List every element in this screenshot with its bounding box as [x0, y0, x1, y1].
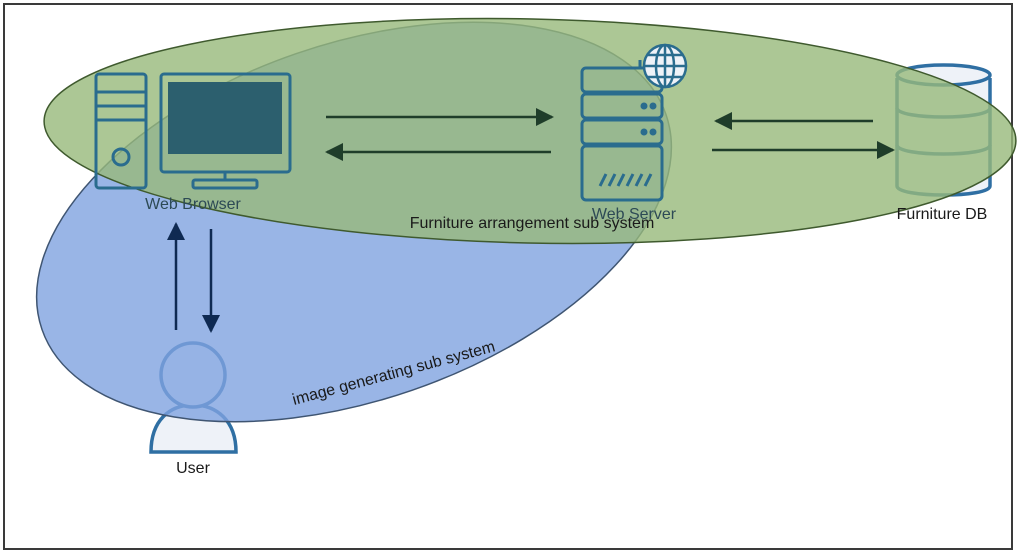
user-label: User: [176, 460, 210, 477]
furniture-db-label: Furniture DB: [897, 206, 988, 223]
globe-icon: [642, 43, 688, 89]
web-browser-label: Web Browser: [145, 196, 241, 213]
web-server-label: Web Server: [592, 206, 677, 223]
computer-icon: [94, 72, 292, 190]
furniture-arrangement-subsystem-label: Furniture arrangement sub system: [410, 215, 655, 232]
